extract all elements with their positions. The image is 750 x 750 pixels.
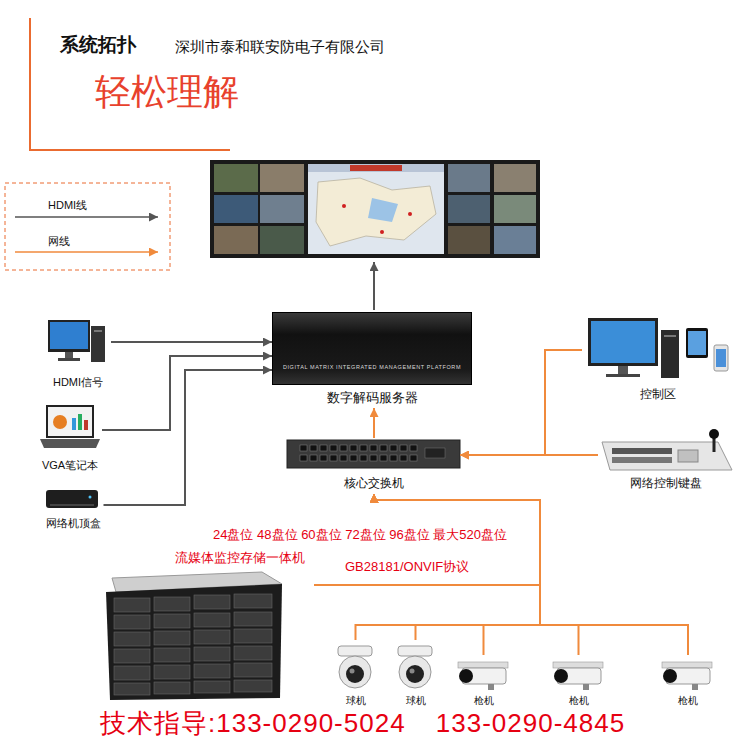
- dome-camera-icon: [338, 646, 372, 688]
- node-label: 控制区: [640, 387, 676, 401]
- legend-text: 网线: [48, 235, 70, 248]
- control-keyboard-icon: [602, 429, 732, 470]
- node-label: 网络机顶盒: [46, 517, 101, 530]
- node-label: 核心交换机: [344, 476, 404, 490]
- node-label: HDMI信号: [53, 376, 103, 389]
- legend-net-line: [15, 251, 158, 253]
- wall-feed-arrow: [373, 262, 375, 310]
- connector: [111, 341, 272, 343]
- storage-server: 流媒体监控存储一体机: [100, 546, 314, 706]
- legend-hdmi-line: [15, 216, 158, 218]
- dome-camera: 球机: [333, 640, 378, 708]
- company-name: 深圳市泰和联安防电子有限公司: [175, 38, 385, 56]
- node-label: 数字解码服务器: [327, 390, 418, 406]
- bullet-camera-icon: [662, 662, 712, 690]
- bullet-camera-icon: [553, 662, 603, 690]
- network-switch-icon: [287, 440, 460, 468]
- legend-text: HDMI线: [48, 199, 87, 212]
- set-top-box-icon: [46, 490, 98, 508]
- node-label: VGA笔记本: [42, 459, 98, 472]
- video-wall: [210, 160, 540, 258]
- slogan: 轻松理解: [95, 70, 239, 113]
- bullet-camera: 枪机: [455, 655, 512, 708]
- node-label: 枪机: [474, 695, 494, 707]
- control-devices-icon: [588, 318, 728, 378]
- protocol-note: GB28181/ONVIF协议: [345, 559, 469, 575]
- diagram-title: 系统拓扑: [60, 34, 136, 57]
- decoder-server: DIGITAL MATRIX INTEGRATED MANAGEMENT PLA…: [272, 312, 472, 408]
- connector: [102, 356, 272, 430]
- storage-server-icon: [106, 572, 282, 700]
- connector: [374, 494, 579, 655]
- dome-camera: 球机: [393, 640, 438, 708]
- connector: [104, 370, 273, 505]
- legend-box: [5, 183, 170, 270]
- bullet-camera: 枪机: [658, 655, 718, 708]
- connector: [374, 494, 688, 655]
- connector: [373, 408, 375, 438]
- bullet-camera-icon: [458, 662, 508, 690]
- hdmi-source: HDMI信号: [45, 318, 111, 394]
- core-switch: 核心交换机: [287, 438, 460, 494]
- control-keyboard: 网络控制键盘: [598, 425, 734, 497]
- laptop-icon: [40, 405, 100, 448]
- node-label: 流媒体监控存储一体机: [175, 550, 305, 566]
- connector: [460, 350, 582, 455]
- node-label: 球机: [406, 695, 426, 707]
- capacity-note: 24盘位 48盘位 60盘位 72盘位 96盘位 最大520盘位: [213, 527, 507, 543]
- node-label: 网络控制键盘: [630, 476, 702, 490]
- bullet-camera: 枪机: [550, 655, 607, 708]
- server-chassis: [272, 312, 472, 385]
- node-label: DIGITAL MATRIX INTEGRATED MANAGEMENT PLA…: [283, 364, 461, 371]
- vga-laptop: VGA笔记本: [38, 403, 102, 475]
- set-top-box: 网络机顶盒: [43, 487, 104, 533]
- desktop-pc-icon: [48, 320, 105, 362]
- dome-camera-icon: [398, 646, 432, 688]
- node-label: 枪机: [678, 695, 698, 707]
- connector: [460, 454, 598, 456]
- connector: [374, 494, 540, 655]
- node-label: 枪机: [569, 695, 589, 707]
- contact-phone: 技术指导:133-0290-5024 133-0290-4845: [100, 708, 625, 739]
- control-area: 控制区: [582, 315, 734, 407]
- node-label: 球机: [346, 695, 366, 707]
